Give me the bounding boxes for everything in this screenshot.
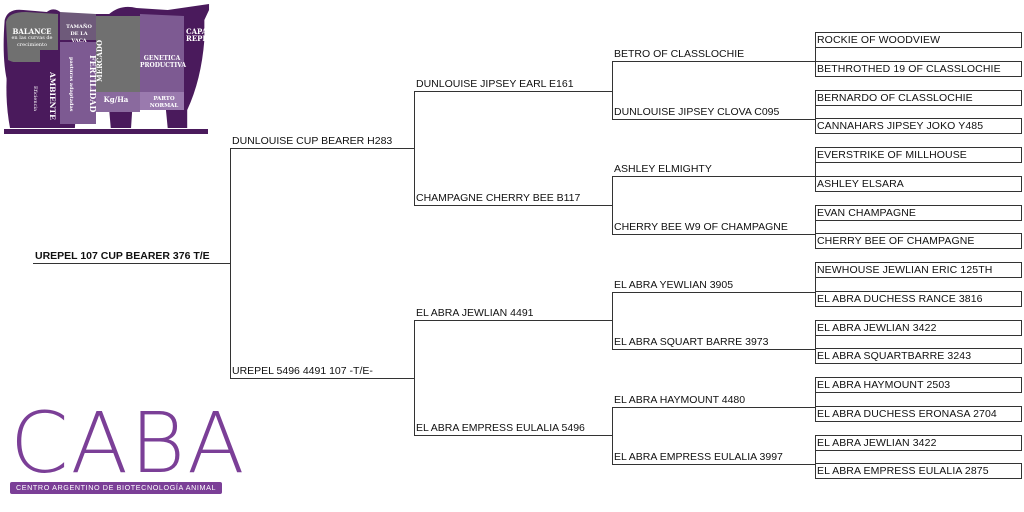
gen4-ancestor: EL ABRA SQUARTBARRE 3243 xyxy=(817,350,972,362)
label-tamano: TAMAÑO DE LA VACA xyxy=(66,24,92,44)
gen4-ancestor: ASHLEY ELSARA xyxy=(817,178,904,190)
sire: DUNLOUISE CUP BEARER H283 xyxy=(232,135,393,147)
ancestor-box xyxy=(815,176,1022,192)
label-capacidad: CAPACIDAD REPRODUCTIVA xyxy=(186,27,251,43)
pedigree-root: UREPEL 107 CUP BEARER 376 T/E xyxy=(35,250,210,262)
ancestor-box xyxy=(815,118,1022,134)
label-mercado: MERCADO xyxy=(95,39,104,82)
caba-logo: CABA CENTRO ARGENTINO DE BIOTECNOLOGÍA A… xyxy=(6,394,245,500)
caba-tagline: CENTRO ARGENTINO DE BIOTECNOLOGÍA ANIMAL xyxy=(10,482,222,494)
gen4-ancestor: BETHROTHED 19 OF CLASSLOCHIE xyxy=(817,63,1001,75)
gen4-ancestor: BERNARDO OF CLASSLOCHIE xyxy=(817,92,973,104)
gen4-ancestor: EVAN CHAMPAGNE xyxy=(817,207,917,219)
ancestor-box xyxy=(815,291,1022,307)
label-genetica: GENETICA PRODUCTIVA xyxy=(140,55,187,69)
label-kgha: Kg/Ha xyxy=(103,95,129,104)
ancestor-box xyxy=(815,90,1022,106)
gen3-ancestor: DUNLOUISE JIPSEY CLOVA C095 xyxy=(614,106,780,118)
label-ambiente-sub: Eficiencia xyxy=(32,85,38,111)
gen4-ancestor: EL ABRA JEWLIAN 3422 xyxy=(817,322,937,334)
gen4-ancestor: EL ABRA JEWLIAN 3422 xyxy=(817,437,937,449)
ancestor-box xyxy=(815,32,1022,48)
label-parto: PARTO NORMAL xyxy=(149,96,179,109)
label-pastos: pasturas adaptadas xyxy=(68,56,74,112)
gen4-ancestor: CHERRY BEE OF CHAMPAGNE xyxy=(817,235,975,247)
ancestor-box xyxy=(815,61,1022,77)
gen3-ancestor: ASHLEY ELMIGHTY xyxy=(614,163,712,175)
caba-wordmark: CABA xyxy=(10,394,247,492)
ancestor-box xyxy=(815,435,1022,451)
ancestor-box xyxy=(815,205,1022,221)
cattle-puzzle-logo: BALANCE en las curvas de crecimiento TAM… xyxy=(0,0,251,141)
gen4-ancestor: EL ABRA DUCHESS ERONASA 2704 xyxy=(817,408,997,420)
gen4-ancestor: EL ABRA EMPRESS EULALIA 2875 xyxy=(817,465,989,477)
gen3-ancestor: EL ABRA EMPRESS EULALIA 3997 xyxy=(614,451,783,463)
ancestor-box xyxy=(815,348,1022,364)
ancestor-box xyxy=(815,147,1022,163)
gen3-ancestor: EL ABRA SQUART BARRE 3973 xyxy=(614,336,769,348)
gen3-ancestor: BETRO OF CLASSLOCHIE xyxy=(614,48,745,60)
label-fertilidad: FERTILIDAD xyxy=(88,55,98,113)
maternal-granddam: EL ABRA EMPRESS EULALIA 5496 xyxy=(416,422,585,434)
ancestor-box xyxy=(815,233,1022,249)
gen4-ancestor: NEWHOUSE JEWLIAN ERIC 125TH xyxy=(817,264,993,276)
gen3-ancestor: CHERRY BEE W9 OF CHAMPAGNE xyxy=(614,221,788,233)
label-balance: BALANCE en las curvas de crecimiento xyxy=(11,27,53,48)
gen4-ancestor: EL ABRA HAYMOUNT 2503 xyxy=(817,379,951,391)
maternal-grandsire: EL ABRA JEWLIAN 4491 xyxy=(416,307,534,319)
label-ambiente: AMBIENTE xyxy=(48,72,57,120)
gen4-ancestor: ROCKIE OF WOODVIEW xyxy=(817,34,941,46)
ancestor-box xyxy=(815,320,1022,336)
gen3-ancestor: EL ABRA HAYMOUNT 4480 xyxy=(614,394,746,406)
ancestor-box xyxy=(815,262,1022,278)
gen3-ancestor: EL ABRA YEWLIAN 3905 xyxy=(614,279,734,291)
paternal-granddam: CHAMPAGNE CHERRY BEE B117 xyxy=(416,192,581,204)
gen4-ancestor: EL ABRA DUCHESS RANCE 3816 xyxy=(817,293,983,305)
ancestor-box xyxy=(815,406,1022,422)
gen4-ancestor: CANNAHARS JIPSEY JOKO Y485 xyxy=(817,120,984,132)
ancestor-box xyxy=(815,463,1022,479)
dam: UREPEL 5496 4491 107 -T/E- xyxy=(232,365,373,377)
gen4-ancestor: EVERSTRIKE OF MILLHOUSE xyxy=(817,149,967,161)
paternal-grandsire: DUNLOUISE JIPSEY EARL E161 xyxy=(416,78,574,90)
ancestor-box xyxy=(815,377,1022,393)
